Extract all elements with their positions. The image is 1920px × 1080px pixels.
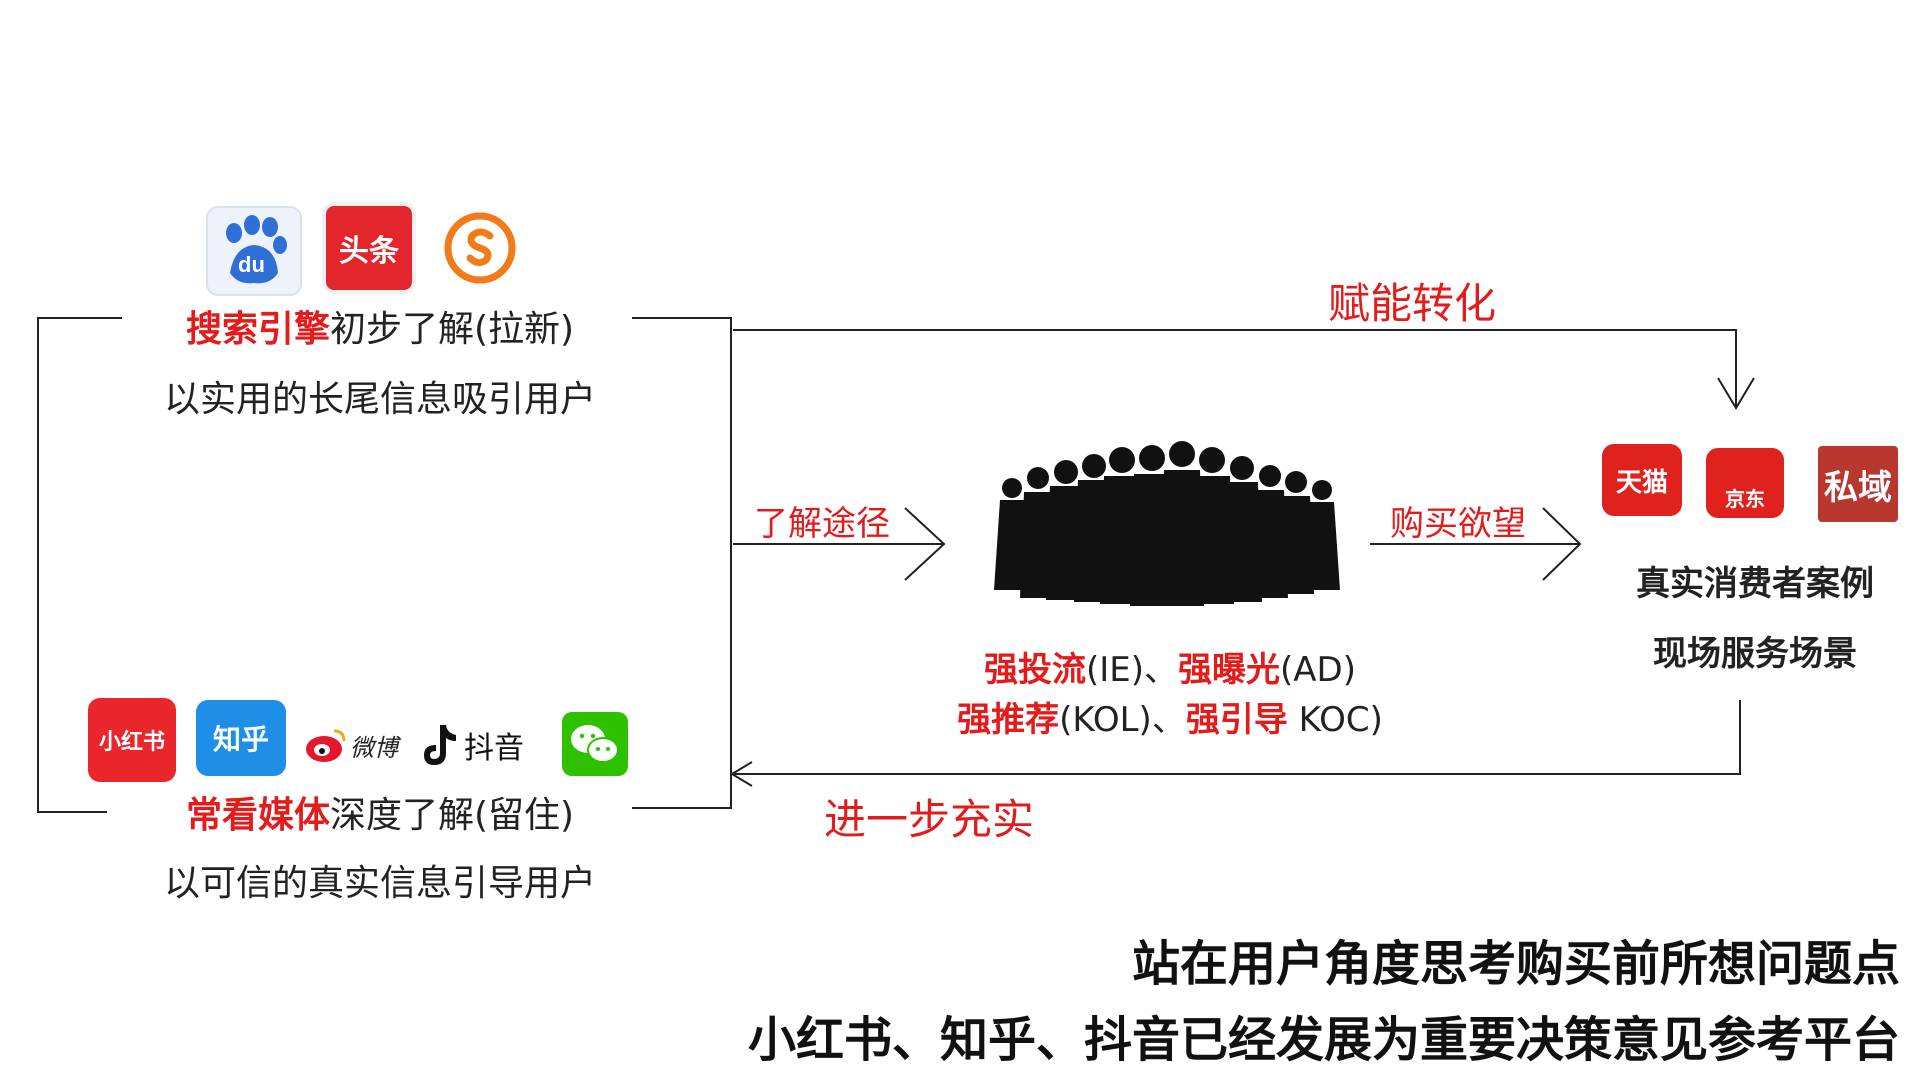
top-arrow-label: 赋能转化 [1328, 279, 1497, 328]
bottom-arrowhead [730, 761, 753, 787]
top-arrowhead [1717, 377, 1755, 410]
understand-arrow-label: 了解途径 [754, 504, 890, 544]
private-domain-icon: 私域 [1818, 446, 1898, 522]
wechat-icon [562, 712, 628, 776]
xiaohongshu-icon-text: 小红书 [98, 730, 165, 755]
weibo-icon: 微博 [304, 720, 414, 770]
xiaohongshu-icon: 小红书 [88, 698, 176, 782]
media-rest: 深度了解(留住) [329, 795, 575, 836]
media-label: 常看媒体深度了解(留住) [150, 786, 610, 838]
platform-caption-line1: 真实消费者案例 [1636, 564, 1874, 604]
douyin-icon: 抖音 [420, 718, 550, 772]
jd-icon-text: 京东 [1725, 487, 1765, 511]
crowd-caption-line1: 强投流(IE)、强曝光(AD) [960, 642, 1380, 691]
top-arrow-line [733, 329, 1737, 408]
tmall-icon-text: 天猫 [1615, 467, 1668, 498]
douyin-icon-text: 抖音 [464, 731, 524, 766]
crowd-caption-kol: 强推荐 [957, 700, 1060, 740]
conclusion-line2: 小红书、知乎、抖音已经发展为重要决策意见参考平台 [747, 1012, 1900, 1068]
search-engine-rest: 初步了解(拉新) [329, 309, 575, 350]
sogou-icon [444, 212, 516, 284]
right-bracket [632, 317, 732, 809]
private-domain-icon-text: 私域 [1824, 467, 1892, 508]
crowd-caption-koc: 强引导 [1185, 700, 1288, 740]
jd-icon: 京东 [1706, 448, 1784, 518]
bottom-arrow-label: 进一步充实 [824, 795, 1035, 844]
media-subtitle: 以可信的真实信息引导用户 [163, 863, 596, 904]
platform-caption-line2: 现场服务场景 [1653, 634, 1857, 674]
left-bracket [37, 317, 122, 813]
crowd-caption-koc-note: KOC) [1287, 700, 1383, 740]
search-engine-highlight: 搜索引擎 [185, 309, 330, 350]
zhihu-icon-text: 知乎 [212, 723, 269, 756]
desire-arrowhead [1542, 507, 1582, 581]
crowd-caption-ad: 强曝光 [1178, 650, 1281, 690]
search-engine-subtitle: 以实用的长尾信息吸引用户 [163, 379, 596, 420]
conclusion-line1: 站在用户角度思考购买前所想问题点 [1131, 936, 1900, 992]
zhihu-icon: 知乎 [196, 700, 286, 776]
toutiao-icon: 头条 [322, 202, 416, 294]
weibo-icon-text: 微博 [350, 733, 398, 762]
desire-arrow-label: 购买欲望 [1390, 504, 1526, 544]
tmall-icon: 天猫 [1602, 444, 1682, 516]
crowd-silhouette [994, 441, 1340, 606]
bottom-arrow-line [732, 700, 1741, 775]
crowd-caption-ie-note: (IE)、 [1085, 650, 1179, 690]
baidu-icon-text: du [238, 252, 265, 277]
crowd-caption-line2: 强推荐(KOL)、强引导 KOC) [950, 692, 1390, 741]
crowd-caption-ie: 强投流 [983, 650, 1086, 690]
search-engine-label: 搜索引擎初步了解(拉新) [150, 300, 610, 352]
media-highlight: 常看媒体 [185, 795, 330, 836]
understand-arrowhead [904, 507, 946, 581]
crowd-caption-kol-note: (KOL)、 [1059, 700, 1186, 740]
toutiao-icon-text: 头条 [339, 234, 399, 269]
crowd-caption-ad-note: (AD) [1280, 650, 1356, 690]
baidu-icon: du [206, 206, 302, 296]
